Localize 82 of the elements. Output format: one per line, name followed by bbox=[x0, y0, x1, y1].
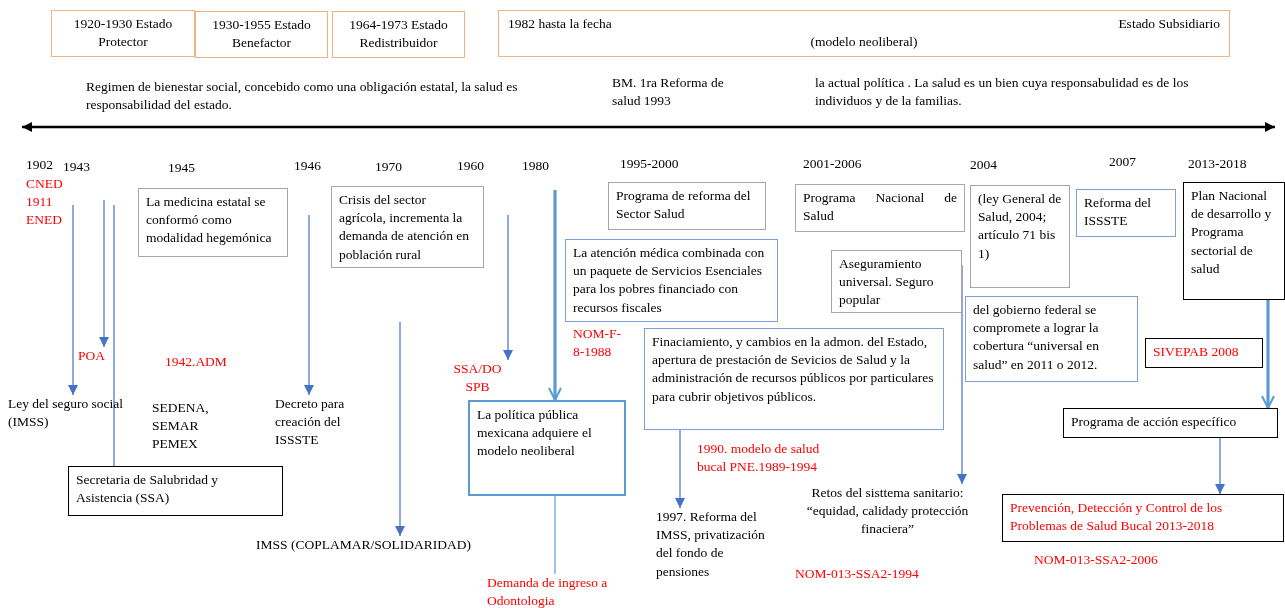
year-label: 1960 bbox=[457, 157, 485, 175]
note-text: BM. 1ra Reforma de salud 1993 bbox=[612, 74, 725, 111]
box-subtext: (modelo neoliberal) bbox=[809, 33, 919, 51]
box-text: Crisis del sector agrícola, incrementa la demanda de atención en población rural bbox=[339, 191, 471, 264]
year-label: 1943 bbox=[63, 158, 91, 176]
timeline-note: 1997. Reforma del IMSS, privatización del fondo de pensiones bbox=[656, 508, 776, 581]
box-text: 1920-1930 Estado Protector bbox=[72, 15, 174, 52]
box-text: La política pública mexicana adquiere el modelo neoliberal bbox=[477, 406, 593, 461]
event-box bbox=[1063, 408, 1278, 438]
year-label: 1995-2000 bbox=[620, 155, 680, 173]
connector-line bbox=[113, 204, 115, 467]
event-box bbox=[608, 182, 766, 230]
year-label: 1970 bbox=[375, 158, 403, 176]
event-box bbox=[1002, 494, 1284, 542]
year-label: 1980 bbox=[522, 157, 550, 175]
period-box bbox=[498, 10, 1230, 57]
period-box bbox=[195, 11, 328, 58]
period-box bbox=[51, 10, 195, 57]
event-box bbox=[1076, 189, 1176, 237]
year-label: 2013-2018 bbox=[1188, 155, 1248, 173]
box-text: 1930-1955 Estado Benefactor bbox=[211, 16, 312, 53]
box-text: Secretaria de Salubridad y Asistencia (SSA) bbox=[76, 471, 220, 508]
connector-line bbox=[554, 495, 556, 575]
event-label: NOM-013-SSA2-2006 bbox=[1034, 551, 1159, 569]
event-label: 1942.ADM bbox=[165, 353, 228, 371]
box-text: Programa de acción específico bbox=[1071, 413, 1238, 431]
arrow bbox=[503, 214, 513, 361]
arrow bbox=[1261, 300, 1275, 409]
box-text: Plan Nacional de desarrollo y Programa sectorial de salud bbox=[1191, 187, 1273, 278]
box-text: La medicina estatal se conformó como modalidad hegemónica bbox=[146, 193, 273, 248]
timeline-note: Ley del seguro social (IMSS) bbox=[8, 395, 133, 432]
box-text: La atención médica combinada con un paquete de Servicios Esenciales para los pobres financiado con recursos fiscales bbox=[573, 244, 766, 317]
event-box bbox=[965, 296, 1138, 382]
arrow bbox=[395, 321, 405, 537]
year-label: 2001-2006 bbox=[803, 155, 863, 173]
note-text: la actual política . La salud es un bien cuya responsabulidad es de los individuos y de la familias. bbox=[815, 74, 1190, 111]
box-text: Finaciamiento, y cambios en la admon. del Estado, apertura de prestación de Sevicios de Salud y la administración de recursos públicos por particulares para cubrir objetivos públicos. bbox=[652, 333, 935, 406]
year-label: 1902 bbox=[26, 156, 54, 174]
event-box bbox=[970, 185, 1070, 288]
box-text: 1964-1973 Estado Redistribuidor bbox=[348, 16, 449, 53]
box-text: SIVEPAB 2008 bbox=[1153, 343, 1240, 361]
box-text: Reforma del ISSSTE bbox=[1084, 194, 1153, 231]
arrow bbox=[304, 214, 314, 396]
note-text: Regimen de bienestar social, concebido como una obligación estatal, la salud es responsabilidad del estado. bbox=[86, 78, 519, 115]
period-box bbox=[332, 11, 465, 58]
year-label: 1946 bbox=[294, 157, 322, 175]
year-label: 2004 bbox=[970, 156, 998, 174]
event-box bbox=[138, 188, 288, 257]
timeline-note: Decreto para creación del ISSSTE bbox=[275, 395, 375, 450]
event-box bbox=[565, 239, 778, 322]
event-box bbox=[68, 466, 283, 516]
box-text: (ley General de Salud, 2004; artículo 71 bis 1) bbox=[978, 190, 1062, 263]
box-text: 1982 hasta la fecha bbox=[508, 15, 612, 33]
event-label: NOM-013-SSA2-1994 bbox=[795, 565, 920, 583]
box-text: Programa de reforma del Sector Salud bbox=[616, 187, 752, 224]
event-box bbox=[1183, 182, 1285, 300]
box-text: Aseguramiento universal. Seguro popular bbox=[839, 255, 935, 310]
year-label: 2007 bbox=[1109, 153, 1137, 171]
box-text: Programa Nacional de Salud bbox=[803, 189, 957, 226]
arrow bbox=[99, 199, 109, 348]
arrow bbox=[675, 429, 685, 509]
arrow bbox=[1215, 437, 1225, 495]
event-label: 1990. modelo de salud bucal PNE.1989-1994 bbox=[697, 440, 821, 477]
box-text: del gobierno federal se compromete a lograr la cobertura “universal en salud” en 2011 o 2012. bbox=[973, 301, 1100, 374]
timeline-note: POA bbox=[78, 347, 118, 366]
event-label: SEDENA, SEMAR PEMEX bbox=[152, 399, 210, 454]
timeline-note: SSA/DO SPB bbox=[440, 360, 515, 397]
event-box bbox=[644, 328, 944, 430]
arrow bbox=[68, 204, 78, 396]
event-label: CNED 1911 ENED bbox=[26, 175, 64, 230]
year-label: 1945 bbox=[168, 159, 196, 177]
box-subtext: Estado Subsidiario bbox=[1118, 15, 1220, 33]
event-box bbox=[795, 184, 965, 232]
timeline-note: Retos del sisttema sanitario: “equidad, calidady protección finaciera” bbox=[790, 484, 985, 539]
event-label: NOM-F-8-1988 bbox=[573, 325, 622, 362]
event-box bbox=[468, 400, 626, 496]
event-box bbox=[831, 250, 962, 313]
timeline-note: IMSS (COPLAMAR/SOLIDARIDAD) bbox=[256, 536, 476, 555]
arrow bbox=[548, 190, 562, 401]
event-box bbox=[331, 186, 484, 268]
box-text: Prevención, Detección y Control de los Problemas de Salud Bucal 2013-2018 bbox=[1010, 499, 1224, 536]
event-box bbox=[1145, 338, 1263, 368]
